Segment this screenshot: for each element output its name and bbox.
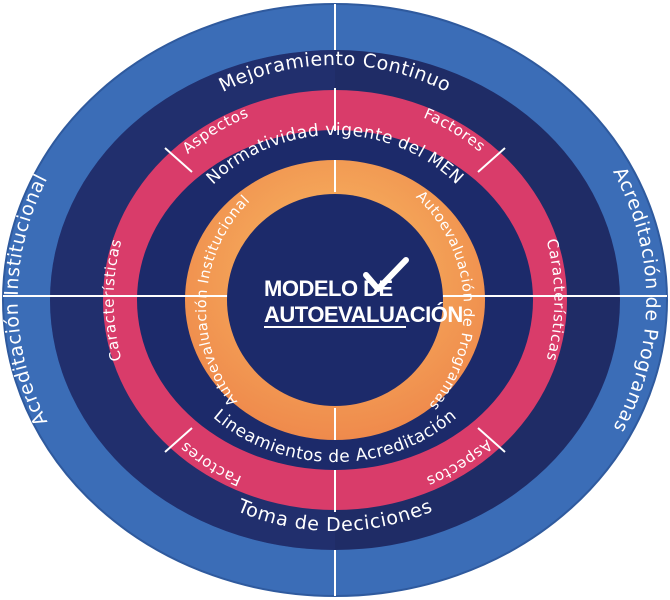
center-circle	[227, 194, 443, 406]
center-title-line2: AUTOEVALUACIÓN	[264, 302, 463, 327]
checkmark-icon	[363, 257, 409, 292]
pink-divider-tl	[164, 147, 193, 173]
pink-divider-tr	[477, 147, 506, 173]
pink-divider-bl	[164, 427, 193, 453]
pink-divider-br	[477, 427, 506, 453]
